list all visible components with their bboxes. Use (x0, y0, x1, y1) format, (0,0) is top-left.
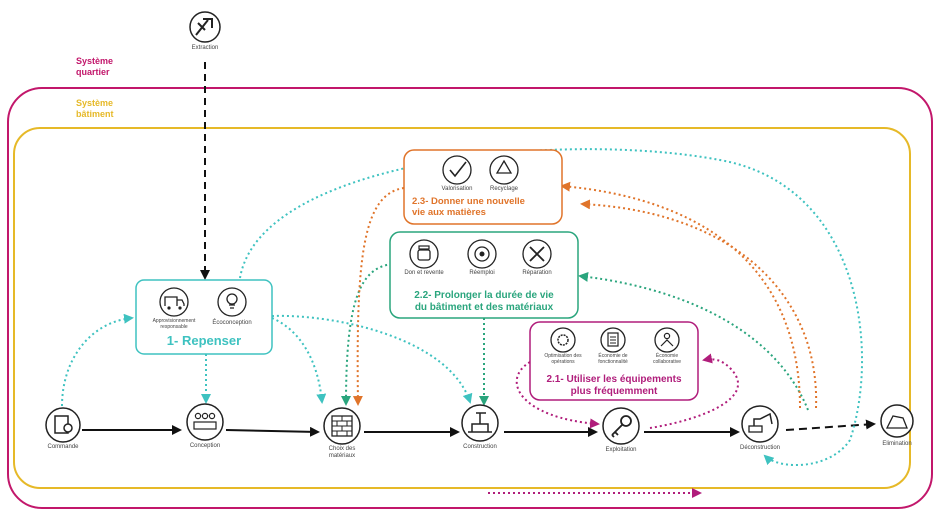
recycle-icon (489, 155, 519, 185)
quartier-label-line2: quartier (76, 67, 110, 77)
batiment-frame (13, 127, 911, 489)
batiment-label-line2: bâtiment (76, 109, 114, 119)
reparation-label: Réparation (522, 270, 552, 276)
matieres-title: 2.3- Donner une nouvelle vie aux matière… (412, 196, 562, 218)
stage-label-exploitation: Exploitation (605, 447, 637, 453)
tools-icon (522, 239, 552, 269)
prolonger-title: 2.2- Prolonger la durée de vie du bâtime… (390, 290, 578, 314)
economie-fonctionnalite-label: Économie de fonctionnalité (598, 353, 628, 365)
bricks-icon (323, 407, 361, 445)
stage-label-choix: Choix des matériaux (328, 446, 356, 459)
bulb-icon (217, 287, 247, 317)
equipements-title-line1: 2.1- Utiliser les équipements (546, 374, 682, 385)
don-revente-label: Don et revente (404, 270, 444, 276)
approvisionnement-label: Approvisionnement responsable (152, 318, 196, 330)
collab-icon (654, 327, 680, 353)
prolonger-title-line2: du bâtiment et des matériaux (414, 302, 554, 313)
clipboard-icon (600, 327, 626, 353)
repenser-title: 1- Repenser (166, 333, 242, 348)
recyclage-label: Recyclage (489, 186, 518, 192)
quartier-label: Système quartier (76, 56, 113, 78)
extraction-label: Extraction (191, 45, 219, 51)
batiment-label: Système bâtiment (76, 98, 114, 120)
batiment-label-line1: Système (76, 98, 114, 108)
jar-icon (409, 239, 439, 269)
matieres-title-line1: 2.3- Donner une nouvelle (412, 196, 525, 207)
quartier-label-line1: Système (76, 56, 114, 66)
waste-icon (880, 404, 914, 438)
main-flow-arrows (82, 419, 876, 437)
ecoconception-label: Écoconception (212, 320, 252, 326)
equipements-title-line2: plus fréquemment (570, 386, 658, 397)
stage-label-construction: Construction (463, 444, 497, 450)
gears-icon (550, 327, 576, 353)
equipements-arrows (488, 353, 739, 498)
crane-icon (461, 404, 499, 442)
stage-label-conception: Conception (189, 443, 221, 449)
matieres-arrows (352, 181, 818, 409)
excavator-icon (741, 405, 779, 443)
stage-label-elimination: Elimination (882, 441, 912, 447)
order-icon (45, 407, 81, 443)
team-icon (186, 403, 224, 441)
prolonger-arrows (341, 263, 809, 411)
optimisation-label: Optimisation des opérations (544, 353, 582, 365)
reuse-icon (467, 239, 497, 269)
truck-icon (159, 287, 189, 317)
valorisation-label: Valorisation (441, 186, 473, 192)
economie-collaborative-label: Économie collaborative (652, 353, 682, 365)
repenser-arrows (61, 148, 863, 466)
stage-label-commande: Commande (47, 444, 79, 450)
stage-label-deconstruction: Déconstruction (739, 445, 781, 451)
equipements-title: 2.1- Utiliser les équipements plus fréqu… (530, 374, 698, 398)
extraction-icon (189, 11, 221, 43)
quartier-frame (7, 87, 933, 509)
valorisation-icon (442, 155, 472, 185)
prolonger-title-line1: 2.2- Prolonger la durée de vie (414, 290, 554, 301)
key-icon (602, 407, 640, 445)
matieres-title-line2: vie aux matières (412, 207, 486, 218)
reemploi-label: Réemploi (469, 270, 495, 276)
